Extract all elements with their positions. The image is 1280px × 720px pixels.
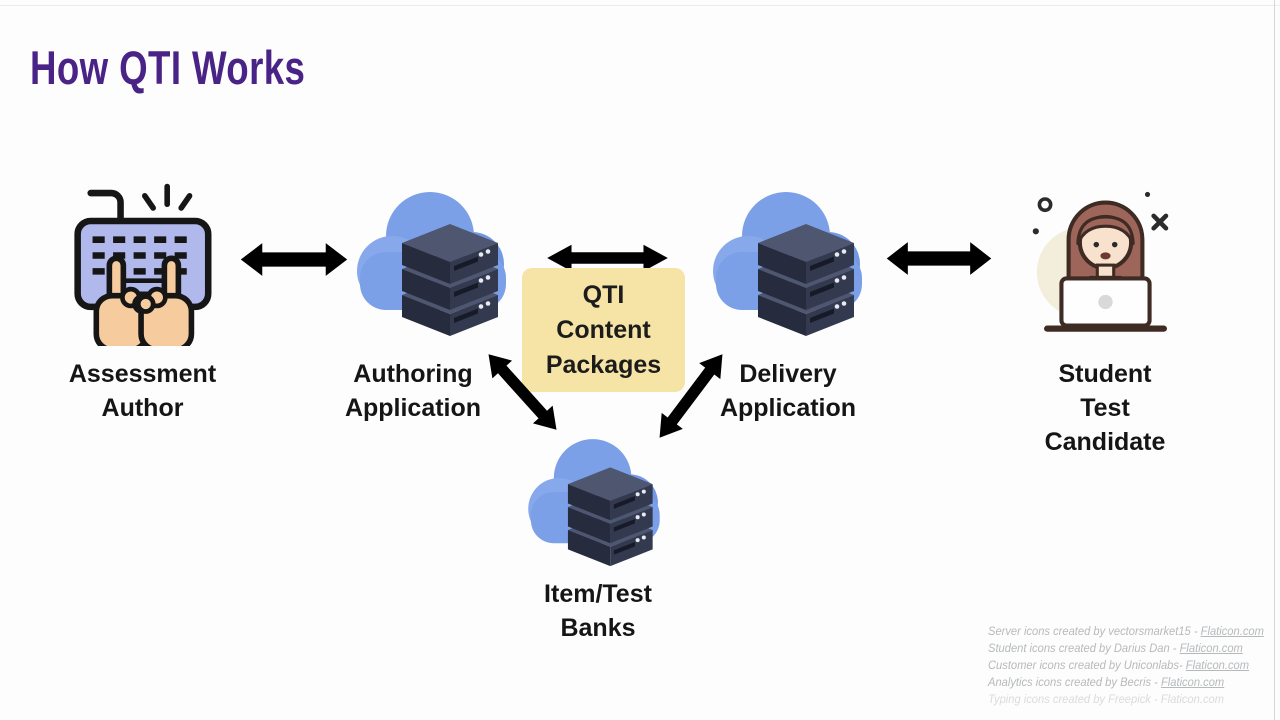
attribution-text: Student icons created by Darius Dan - [988, 643, 1180, 655]
green-double-arrow-author-authoring [238, 241, 350, 278]
flaticon-link[interactable]: Flaticon.com [1185, 660, 1250, 672]
label-line: Application [719, 394, 857, 422]
label-line: Test [1080, 394, 1130, 422]
green-double-arrow-delivery-student [884, 240, 994, 277]
flaticon-link[interactable]: Flaticon.com [1160, 677, 1225, 689]
label-line: Content [556, 315, 651, 344]
label-line: Item/Test [544, 580, 652, 608]
label-line: Delivery [739, 360, 837, 388]
label-line: Banks [560, 614, 636, 642]
page-title: How QTI Works [30, 41, 306, 94]
label-line: Packages [545, 350, 662, 379]
slide-right-border [1274, 0, 1275, 720]
label-line: Authoring [353, 360, 473, 388]
label-line: Author [101, 394, 184, 422]
attribution-text: Customer icons created by Uniconlabs- [988, 660, 1186, 672]
slide-top-border [0, 5, 1280, 6]
attribution-line: Student icons created by Darius Dan - Fl… [988, 641, 1262, 658]
label-line: QTI [582, 280, 625, 309]
attribution-text: Typing icons created by Freepick - [988, 694, 1161, 706]
label-line: Assessment [68, 360, 217, 388]
node-delivery-application: Delivery Application [672, 357, 904, 425]
node-authoring-application: Authoring Application [298, 357, 528, 425]
attribution-text: Server icons created by vectorsmarket15 … [988, 626, 1201, 638]
cloud-server-icon [342, 176, 512, 346]
attribution-line: Customer icons created by Uniconlabs- Fl… [988, 658, 1262, 675]
attribution-text: Analytics icons created by Becris - [988, 677, 1161, 689]
node-assessment-author: Assessment Author [35, 357, 250, 425]
label-line: Application [344, 394, 482, 422]
node-item-test-banks: Item/Test Banks [495, 577, 701, 645]
attribution-line: Typing icons created by Freepick - Flati… [988, 692, 1262, 709]
label-line: Student [1058, 360, 1152, 388]
node-student-test-candidate: Student Test Candidate [1002, 357, 1208, 459]
qti-content-packages-box: QTI Content Packages [522, 268, 685, 392]
attribution-line: Server icons created by vectorsmarket15 … [988, 624, 1264, 641]
keyboard-typing-icon [62, 180, 222, 346]
flaticon-link[interactable]: Flaticon.com [1160, 694, 1225, 706]
flaticon-link[interactable]: Flaticon.com [1179, 643, 1243, 655]
cloud-server-icon [698, 176, 868, 346]
attribution-block: Server icons created by vectorsmarket15 … [988, 624, 1264, 709]
flaticon-link[interactable]: Flaticon.com [1200, 626, 1264, 638]
label-line: Candidate [1044, 428, 1166, 456]
cloud-server-icon [515, 425, 665, 575]
attribution-line: Analytics icons created by Becris - Flat… [988, 675, 1262, 692]
student-laptop-icon [1028, 178, 1183, 344]
